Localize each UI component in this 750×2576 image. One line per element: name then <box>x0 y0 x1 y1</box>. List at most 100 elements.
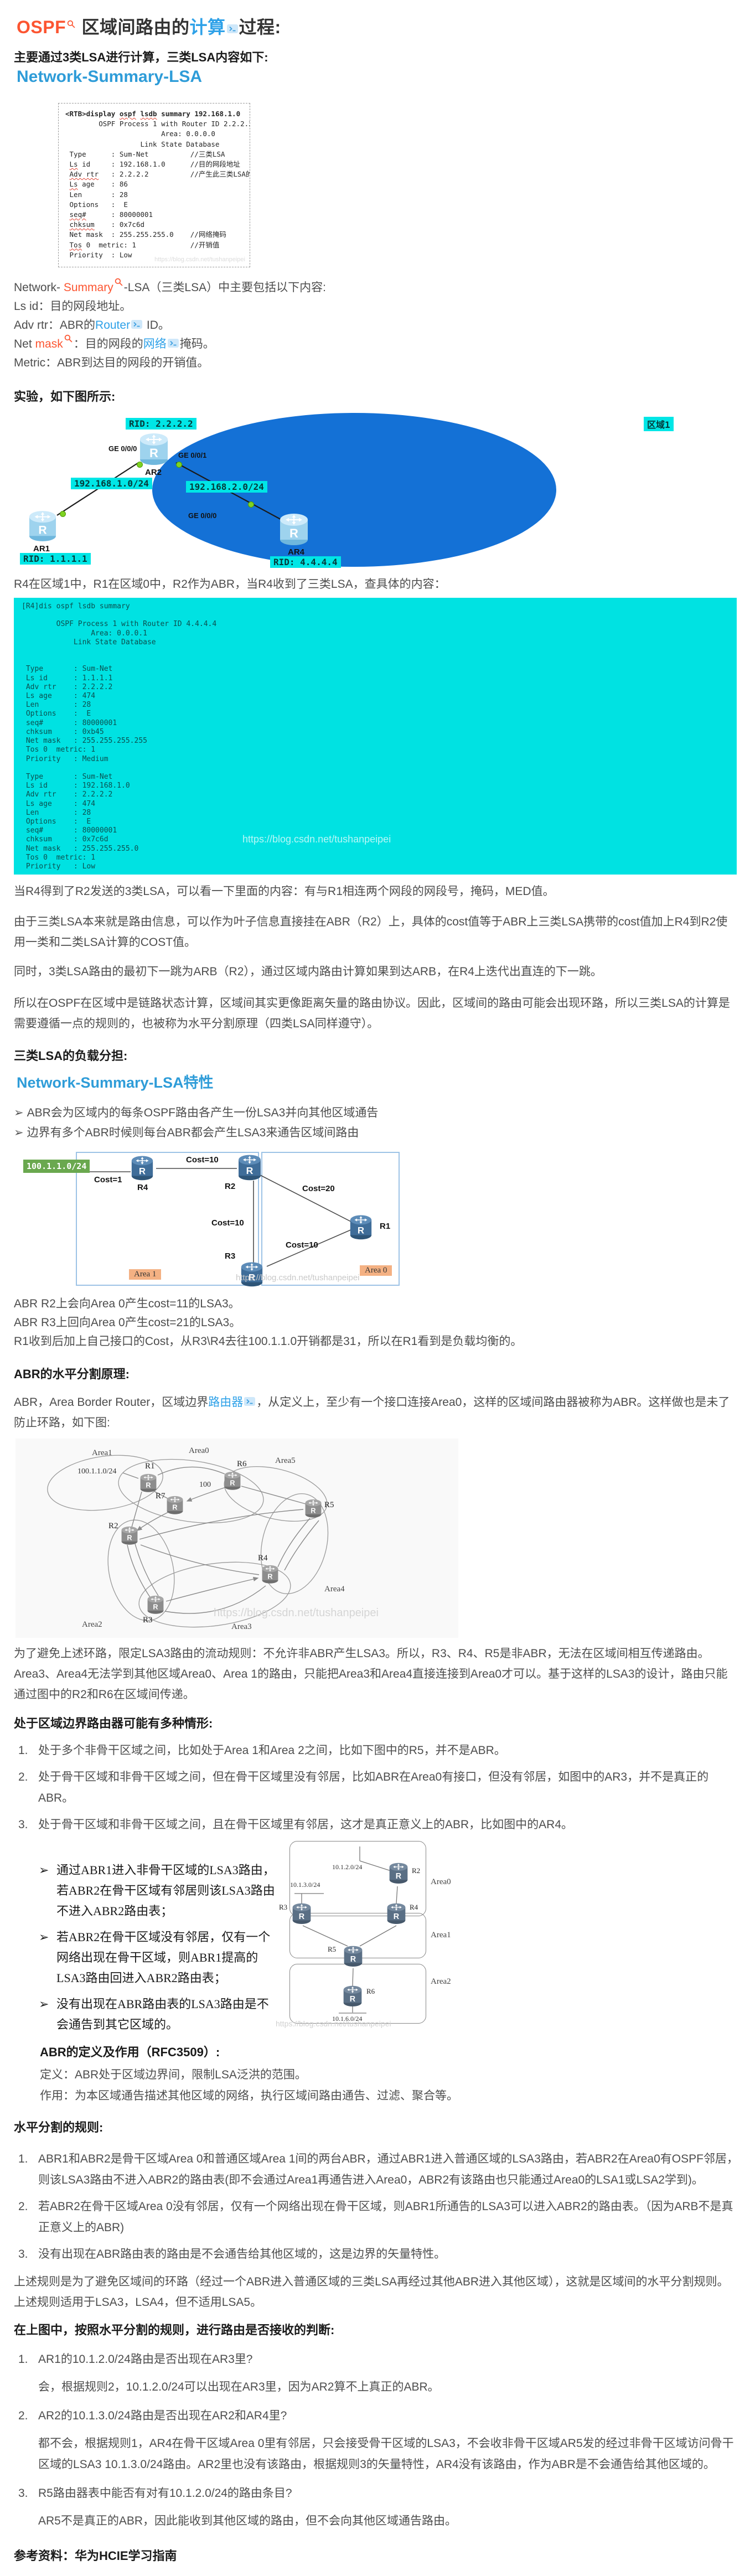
terminal-icon[interactable] <box>226 17 239 38</box>
code-text: Tos 0 metric: 1 <box>22 853 96 862</box>
port-dot <box>137 462 143 468</box>
svg-text:R: R <box>289 526 298 540</box>
code-line: chksum : 0x7c6d <box>65 220 246 230</box>
text-run: ABR，Area Border Router，区域边界 <box>14 1396 209 1409</box>
area-label: Area0 <box>431 1877 451 1887</box>
code-text: seq# : 80000001 <box>22 826 117 835</box>
keyword-link[interactable]: 网络 <box>143 338 167 351</box>
code-line: Adv rtr : 2.2.2.2 <box>22 790 737 799</box>
code-line: Priority : Low <box>22 862 737 871</box>
code-text: seq# : 80000001 <box>22 718 117 727</box>
area-label: Area2 <box>431 1977 451 1987</box>
search-icon[interactable] <box>113 278 124 297</box>
blue-heading: Network-Summary-LSA特性 <box>17 1074 214 1092</box>
router-icon: R <box>347 1214 375 1243</box>
text-run: 同时，3类LSA路由的最初下一跳为ARB（R2），通过区域内路由计算如果到达AR… <box>14 965 602 979</box>
question-text: AR1的10.1.2.0/24路由是否出现在AR3里? <box>38 2353 253 2366</box>
svg-text:R: R <box>172 1504 177 1512</box>
numbered-item: 3.没有出现在ABR路由表的路由是不会通告给其他区域的，这是边界的矢量特性。 <box>14 2244 750 2265</box>
keyword-link[interactable]: OSPF <box>17 17 66 37</box>
bullet-text: 边界有多个ABR时候则每台ABR都会产生LSA3来通告区域间路由 <box>27 1126 359 1140</box>
code-line: [R4]dis ospf lsdb summary <box>22 602 737 611</box>
text-run: 定义：ABR处于区域边界间，限制LSA泛洪的范围。 <box>40 2068 307 2082</box>
cost-label: Cost=10 <box>211 1218 244 1228</box>
code-text: Ls id : 1.1.1.1 <box>22 674 113 682</box>
code-text: Ls age : 474 <box>22 692 96 701</box>
keyword-link[interactable]: mask <box>35 338 63 351</box>
bullets-with-figure: ➢通过ABR1进入非骨干区域的LSA3路由，若ABR2在骨干区域有邻居则该LSA… <box>0 1841 750 2031</box>
code-text <box>65 210 70 219</box>
router-name: AR2 <box>145 468 162 478</box>
code-line <box>22 656 737 665</box>
area-box <box>289 1841 426 1917</box>
code-text: : 0x7c6d <box>94 220 144 229</box>
code-text: Ls <box>69 160 78 169</box>
code-line <box>22 647 737 656</box>
terminal-icon[interactable] <box>130 316 143 335</box>
code-text: : 2.2.2.2 //产生此三类LSA的Routes ID <box>111 170 250 179</box>
terminal-icon[interactable] <box>243 1392 256 1413</box>
rid-label: RID: 4.4.4.4 <box>270 556 341 568</box>
text-run: 掩码。 <box>179 338 215 351</box>
code-text: Net mask : 255.255.255.0 //网络掩码 <box>65 230 226 239</box>
code-text <box>65 220 70 229</box>
code-text: Area: 0.0.0.1 <box>22 629 147 638</box>
paragraph: 同时，3类LSA路由的最初下一跳为ARB（R2），通过区域内路由计算如果到达AR… <box>14 961 736 982</box>
code-text: Len : 28 <box>65 190 128 199</box>
text-run: ABR R3上回向Area 0产生cost=21的LSA3。 <box>14 1316 241 1330</box>
item-text: 处于骨干区域和非骨干区域之间，且在骨干区域里有邻居，这才是真正意义上的ABR，比… <box>38 1818 573 1832</box>
qa-question: 1.AR1的10.1.2.0/24路由是否出现在AR3里? <box>14 2349 750 2370</box>
paragraph-line: ABR R3上回向Area 0产生cost=21的LSA3。 <box>14 1313 750 1332</box>
paragraph-line: Network- Summary-LSA（三类LSA）中主要包括以下内容: <box>14 278 750 297</box>
router-icon: R <box>121 1525 138 1548</box>
paragraph-group: ABR R2上会向Area 0产生cost=11的LSA3。 ABR R3上回向A… <box>14 1295 750 1351</box>
code-text: Ls <box>69 180 78 189</box>
text-run: 为了避免上述环路，限定LSA3路由的流动规则：不允许非ABR产生LSA3。所以，… <box>14 1647 728 1701</box>
watermark: https://blog.csdn.net/tushanpeipei <box>276 2019 391 2029</box>
link-lines <box>122 1466 319 1614</box>
cost-label: Cost=20 <box>302 1184 335 1194</box>
paragraph-line: Net mask：目的网段的网络掩码。 <box>14 334 750 354</box>
code-line: Link State Database <box>65 139 246 149</box>
keyword-link[interactable]: Router <box>95 319 131 332</box>
router-icon: R <box>389 1861 408 1888</box>
code-text: Ls id : 192.168.1.0 <box>22 782 130 790</box>
code-line: OSPF Process 1 with Router ID 4.4.4.4 <box>22 620 737 629</box>
router-icon: R <box>167 1495 183 1518</box>
bullet-item: ➢ABR会为区域内的每条OSPF路由各产生一份LSA3并向其他区域通告 <box>14 1103 750 1123</box>
router-icon: R <box>305 1498 322 1521</box>
section-heading: 处于区域边界路由器可能有多种情形: <box>14 1716 213 1731</box>
search-icon[interactable] <box>66 17 76 38</box>
text-run: ABR R2上会向Area 0产生cost=11的LSA3。 <box>14 1297 240 1311</box>
svg-text:R: R <box>311 1507 315 1515</box>
item-number: 3. <box>18 2248 28 2261</box>
code-line <box>22 611 737 620</box>
text-run: 区域间路由的 <box>76 17 190 37</box>
code-text: lsdb <box>140 110 157 118</box>
network-label: 10.1.6.0/24 <box>332 2015 363 2023</box>
search-icon[interactable] <box>63 334 74 354</box>
keyword-link[interactable]: 计算 <box>189 17 226 37</box>
keyword-link[interactable]: 路由器 <box>208 1396 244 1409</box>
section-heading: 三类LSA的负载分担: <box>14 1049 128 1063</box>
text-run: 当R4得到了R2发送的3类LSA，可以看一下里面的内容：有与R1相连两个网段的网… <box>14 885 555 898</box>
svg-text:R: R <box>394 1912 400 1921</box>
text-run: 上述规则是为了避免区域间的环路（经过一个ABR进入普通区域的三类LSA再经过其他… <box>14 2275 729 2309</box>
router-icon: R <box>344 1944 363 1971</box>
text-run: 作用：为本区域通告描述其他区域的网络，执行区域间路由通告、过滤、聚合等。 <box>40 2089 458 2103</box>
svg-text:R: R <box>230 1480 235 1487</box>
code-text: chksum <box>69 220 95 229</box>
terminal-icon[interactable] <box>167 335 180 354</box>
code-line: Len : 28 <box>65 190 246 200</box>
paragraph: ABR，Area Border Router，区域边界路由器，从定义上，至少有一… <box>14 1392 736 1433</box>
paragraph: R4在区域1中，R1在区域0中，R2作为ABR，当R4收到了三类LSA，查具体的… <box>14 574 736 594</box>
code-line: Area: 0.0.0.0 <box>65 129 246 139</box>
code-line: Ls age : 86 <box>65 179 246 189</box>
code-line: seq# : 80000001 <box>65 210 246 220</box>
keyword-link[interactable]: Summary <box>63 281 113 294</box>
svg-text:R: R <box>127 1534 132 1542</box>
text-run: R1收到后加上自己接口的Cost，从R3\R4去往100.1.1.0开销都是31… <box>14 1335 523 1348</box>
